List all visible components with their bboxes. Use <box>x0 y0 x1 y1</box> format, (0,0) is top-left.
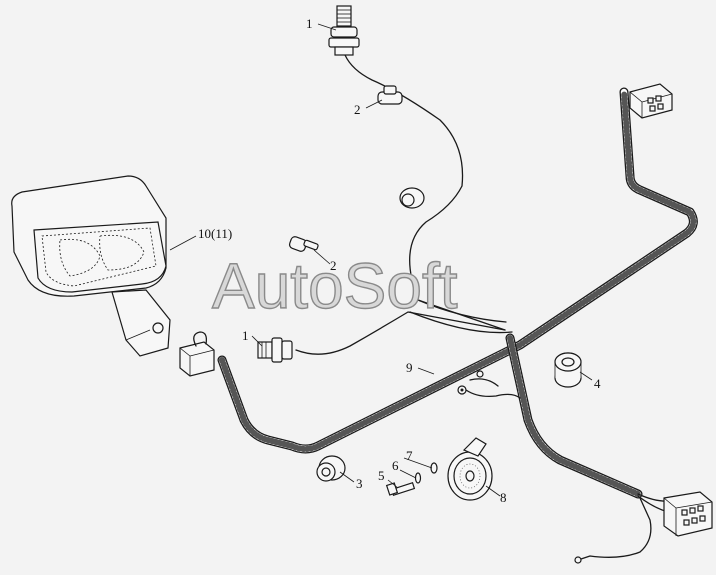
sensor-wire-left <box>295 311 506 355</box>
clamp-top-2 <box>377 85 403 105</box>
callout-1-top: 1 <box>306 16 313 31</box>
bolt-5 <box>385 481 416 497</box>
sensor-wire-top <box>344 54 506 331</box>
main-harness-9 <box>217 87 698 499</box>
callout-2-top: 2 <box>354 102 361 117</box>
callout-5: 5 <box>378 468 385 483</box>
callout-labels: 1 2 10(11) 2 1 9 4 7 6 5 3 8 <box>198 16 601 505</box>
sensor-top-1 <box>328 5 360 56</box>
clamp-mid-2 <box>288 236 319 252</box>
grommet-upper <box>399 187 425 209</box>
callout-6: 6 <box>392 458 399 473</box>
callout-9: 9 <box>406 360 413 375</box>
callout-10-11: 10(11) <box>198 226 232 241</box>
grommet-4 <box>554 352 582 388</box>
leader-lines <box>169 23 593 497</box>
callout-8: 8 <box>500 490 507 505</box>
harness-strand-b <box>409 311 513 334</box>
connector-lower-right <box>574 491 713 564</box>
callout-4: 4 <box>594 376 601 391</box>
washer-6 <box>414 472 422 484</box>
connector-upper-right <box>629 83 673 119</box>
callout-3: 3 <box>356 476 363 491</box>
callout-1-mid: 1 <box>242 328 249 343</box>
connector-left <box>179 331 215 377</box>
ground-lead <box>457 370 521 399</box>
grommet-3 <box>316 455 346 482</box>
callout-2-mid: 2 <box>330 258 337 273</box>
callout-7: 7 <box>406 448 413 463</box>
harness-strand-a <box>417 299 507 323</box>
headlamp-10-11 <box>11 175 171 357</box>
watermark-text: AutoSoft <box>212 250 458 322</box>
horn-8 <box>447 437 493 501</box>
sensor-mid-1 <box>257 337 293 363</box>
